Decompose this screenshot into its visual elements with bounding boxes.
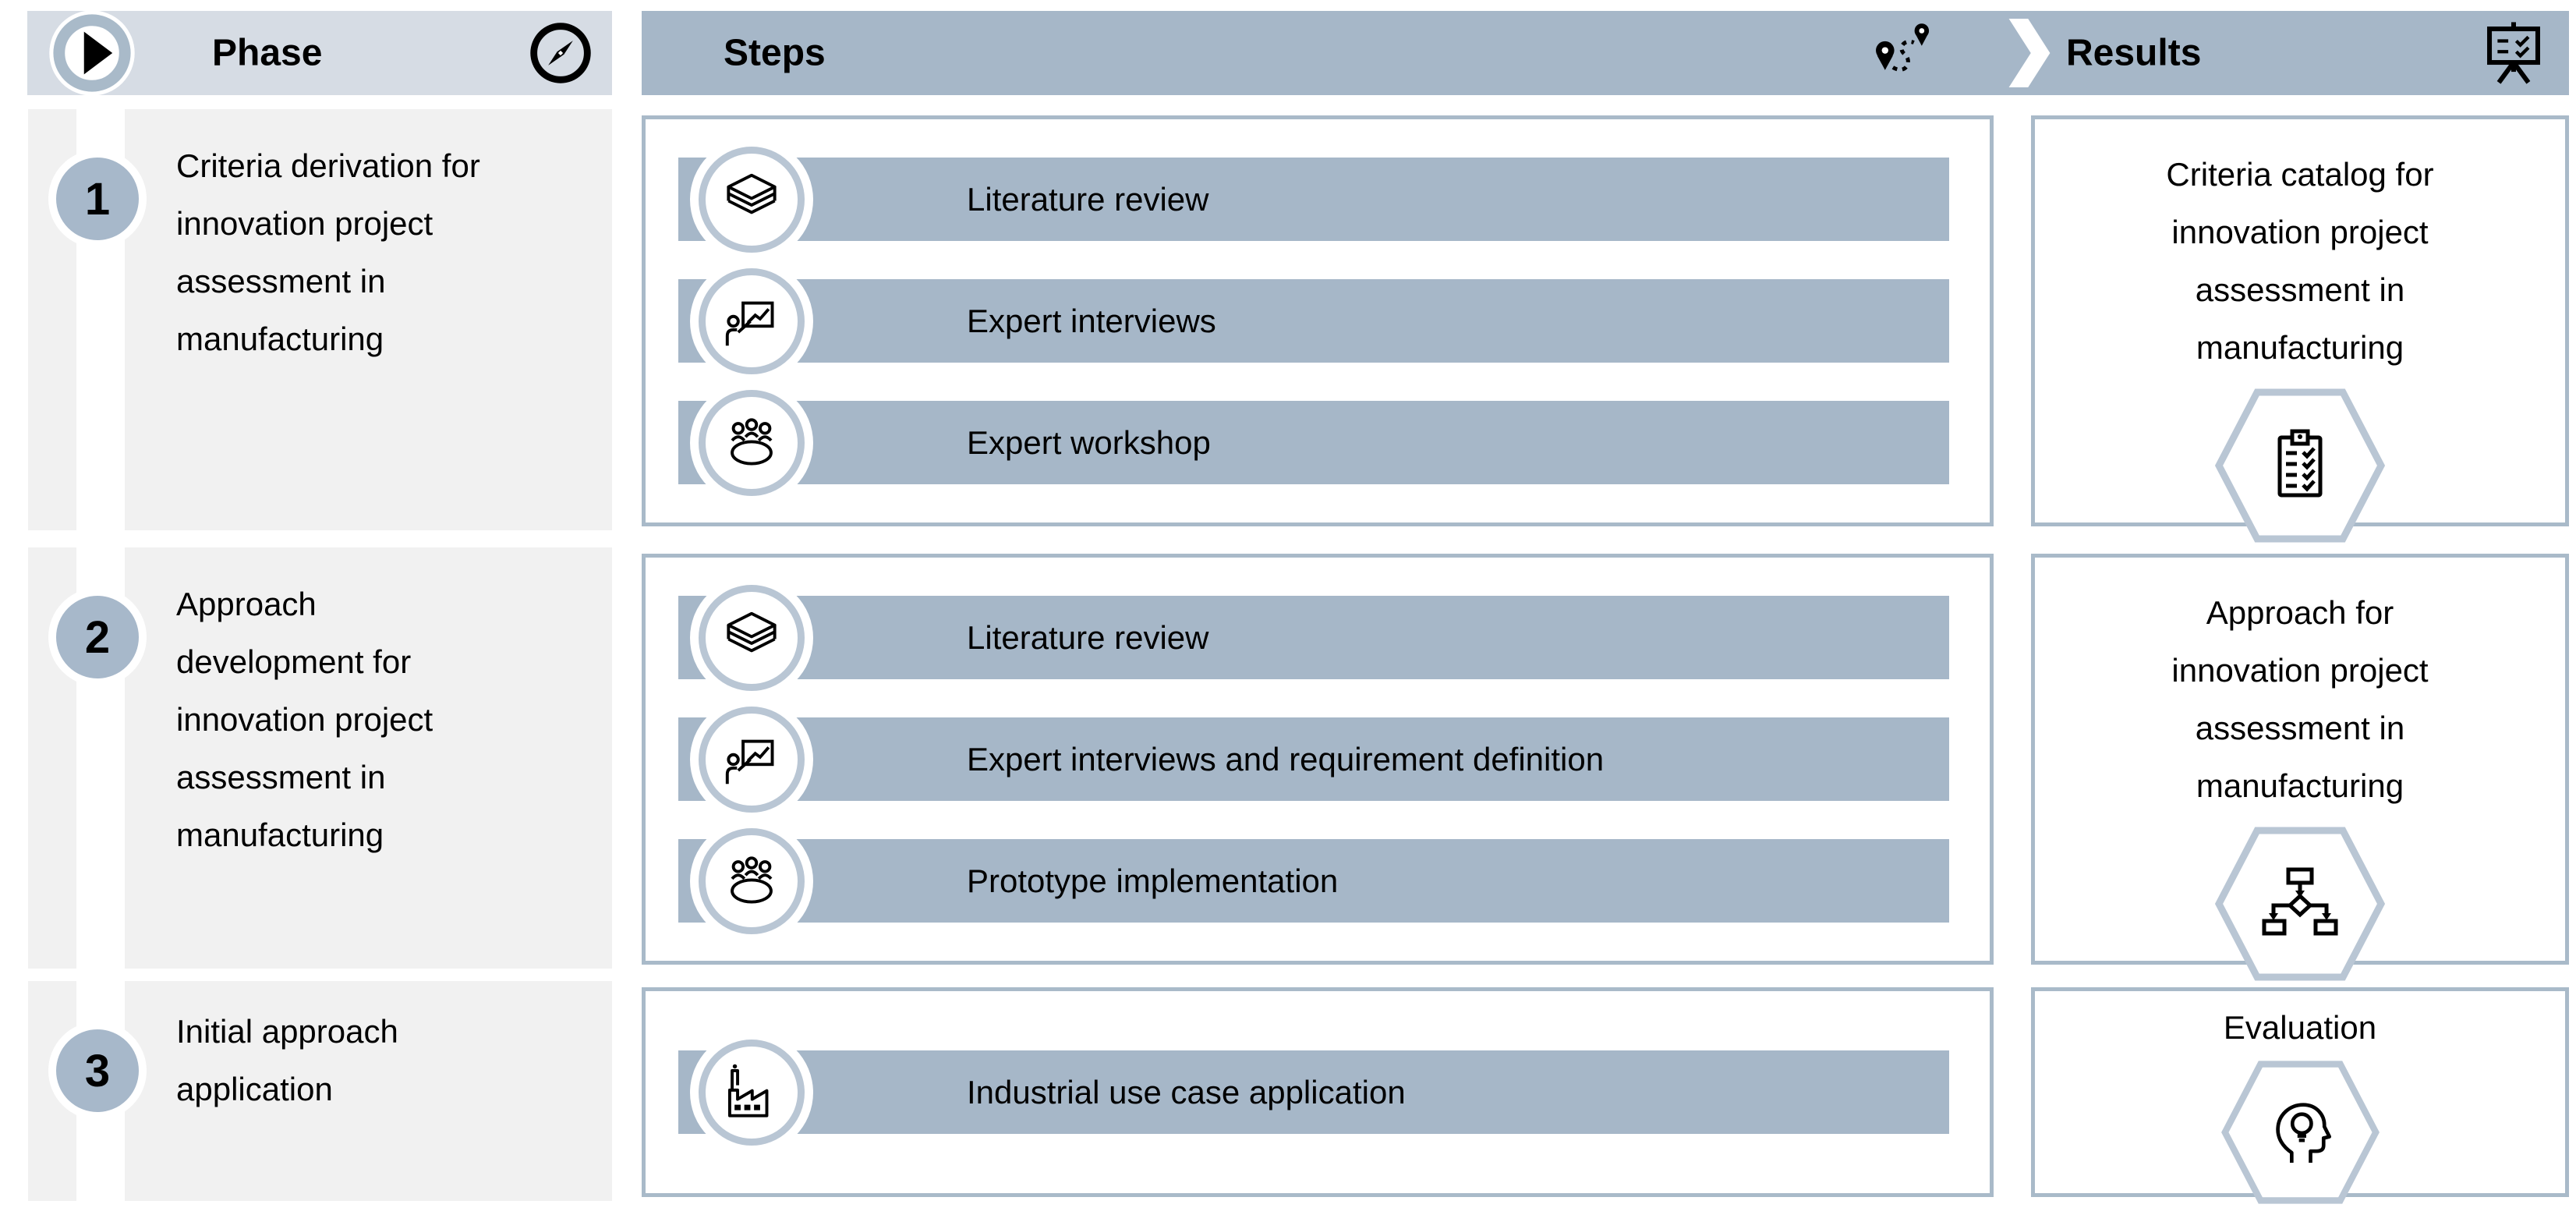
clipboard-checklist-icon — [2214, 388, 2386, 543]
step-label: Industrial use case application — [967, 1073, 1406, 1110]
phase-number-badge: 1 — [48, 150, 147, 248]
phase-number-badge: 3 — [48, 1022, 147, 1120]
route-map-pins-icon — [1876, 23, 1930, 72]
phase-title-line: development for — [176, 643, 412, 680]
step-bar: Expert interviews and requirement defini… — [678, 706, 1949, 813]
books-stack-icon — [699, 146, 805, 253]
step-label: Expert workshop — [967, 423, 1211, 461]
factory-icon — [699, 1039, 805, 1146]
phase-title: Initial approach application — [125, 981, 612, 1118]
result-title-line: assessment in — [2195, 271, 2405, 308]
result-title-line: innovation project — [2171, 652, 2429, 689]
result-title-line: manufacturing — [2196, 767, 2404, 804]
phase-row-2: Approach development for innovation proj… — [0, 547, 2576, 981]
result-title-line: Evaluation — [2223, 1009, 2377, 1046]
phase-title: Approach development for innovation proj… — [125, 547, 612, 864]
books-stack-icon — [699, 584, 805, 691]
step-bar: Expert interviews — [678, 267, 1949, 374]
result-icon-wrap — [2035, 1060, 2565, 1205]
phase-title-line: Initial approach — [176, 1013, 398, 1050]
phase-title-line: innovation project — [176, 701, 433, 738]
phase-title-line: assessment in — [176, 759, 386, 795]
phase-title-line: Criteria derivation for — [176, 147, 480, 184]
step-label: Expert interviews and requirement defini… — [967, 740, 1605, 777]
result-icon-wrap — [2035, 388, 2565, 544]
result-title-line: Approach for — [2206, 594, 2394, 631]
step-bar: Expert workshop — [678, 389, 1949, 496]
step-label: Literature review — [967, 618, 1209, 656]
expert-interview-icon — [699, 267, 805, 374]
results-panel: Evaluation — [2031, 987, 2569, 1204]
compass-icon — [530, 23, 591, 83]
workshop-icon — [699, 389, 805, 496]
result-title: Approach for innovation project assessme… — [2035, 584, 2565, 815]
phase-row-1: Criteria derivation for innovation proje… — [0, 109, 2576, 543]
phase-header-label: Phase — [212, 32, 323, 74]
phase-title-line: manufacturing — [176, 816, 384, 853]
flowchart-icon — [2214, 827, 2386, 981]
step-bar: Prototype implementation — [678, 827, 1949, 934]
step-bar: Industrial use case application — [678, 1039, 1949, 1146]
step-label: Literature review — [967, 180, 1209, 218]
result-title: Evaluation — [2035, 999, 2565, 1057]
phase-row-3: Initial approach application 3 — [0, 981, 2576, 1204]
step-label: Expert interviews — [967, 302, 1216, 339]
steps-results-header: Steps Results — [642, 11, 2569, 95]
expert-interview-icon — [699, 706, 805, 813]
phase-title: Criteria derivation for innovation proje… — [125, 109, 612, 368]
phase-title-line: Approach — [176, 586, 317, 622]
phase-title-line: application — [176, 1071, 333, 1107]
result-title: Criteria catalog for innovation project … — [2035, 146, 2565, 377]
results-panel: Approach for innovation project assessme… — [2031, 554, 2569, 981]
result-title-line: innovation project — [2171, 214, 2429, 250]
steps-panel: Literature review Expert interviews and … — [642, 554, 1994, 965]
phase-title-panel: Approach development for innovation proj… — [125, 547, 612, 969]
result-title-line: manufacturing — [2196, 329, 2404, 366]
results-header-label: Results — [2066, 32, 2202, 74]
phase-title-panel: Criteria derivation for innovation proje… — [125, 109, 612, 530]
phase-title-line: assessment in — [176, 263, 386, 299]
phase-header: Phase — [27, 10, 612, 96]
presentation-board-checklist-icon — [2487, 22, 2540, 84]
phase-title-line: manufacturing — [176, 321, 384, 357]
steps-panel: Industrial use case application — [642, 987, 1994, 1197]
chevron-separator-icon — [2008, 19, 2051, 87]
result-title-line: Criteria catalog for — [2166, 156, 2434, 193]
step-bar: Literature review — [678, 584, 1949, 691]
steps-panel: Literature review Expert interviews — [642, 115, 1994, 526]
head-idea-icon — [2220, 1061, 2380, 1204]
step-label: Prototype implementation — [967, 862, 1339, 899]
phase-number-badge: 2 — [48, 588, 147, 686]
phase-title-panel: Initial approach application — [125, 981, 612, 1201]
phase-title-line: innovation project — [176, 205, 433, 242]
play-circle-icon — [49, 10, 135, 96]
steps-header-label: Steps — [724, 32, 826, 74]
step-bar: Literature review — [678, 146, 1949, 253]
workshop-icon — [699, 827, 805, 934]
results-panel: Criteria catalog for innovation project … — [2031, 115, 2569, 543]
result-icon-wrap — [2035, 826, 2565, 982]
result-title-line: assessment in — [2195, 710, 2405, 746]
